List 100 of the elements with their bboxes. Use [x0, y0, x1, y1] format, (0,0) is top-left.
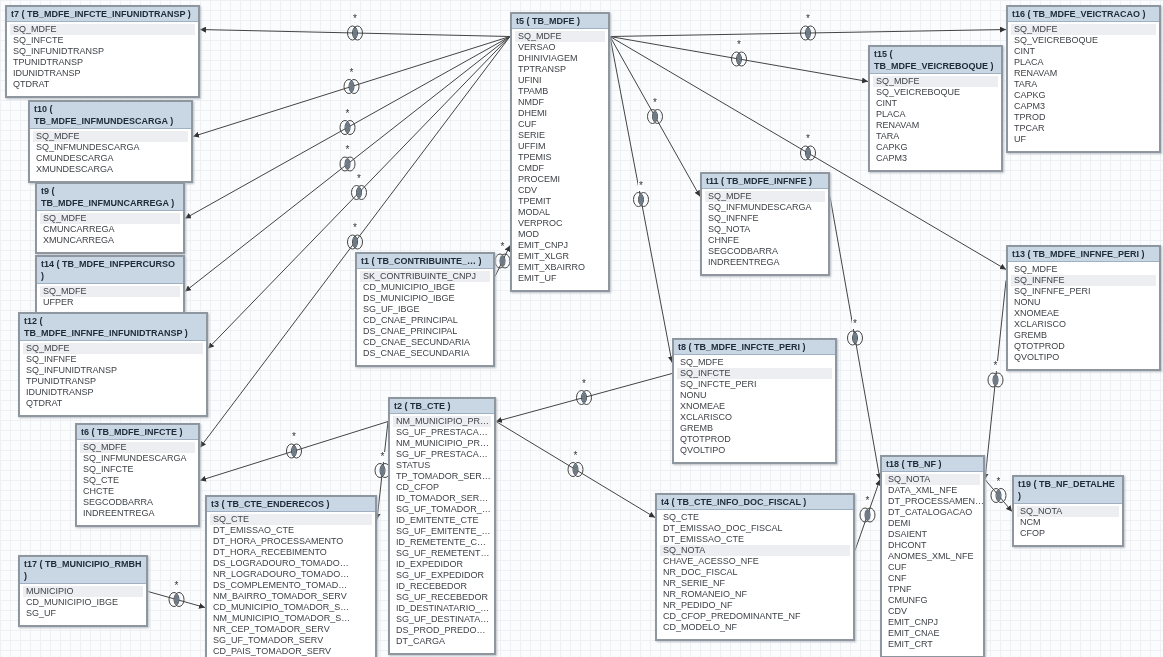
field-name: PLACA	[1013, 57, 1045, 68]
field-name: CD_MUNICIPIO_IBGE	[25, 597, 120, 608]
field-name: TPTRANSP	[517, 64, 567, 75]
table-title: t11 ( TB_MDFE_INFNFE )	[702, 174, 828, 189]
field-name: EMIT_CRT	[887, 639, 934, 650]
field-name: SQ_INFCTE	[82, 464, 135, 475]
field-name: SQ_CTE	[662, 512, 700, 523]
field-name: CMUNFG	[887, 595, 929, 606]
table-box	[75, 423, 200, 527]
field-name: EMIT_XBAIRRO	[517, 262, 586, 273]
table-title: t9 ( TB_MDFE_INFMUNCARREGA )	[37, 184, 183, 211]
table-box	[868, 45, 1003, 172]
field-name: XMUNDESCARGA	[35, 164, 114, 175]
arrow	[609, 36, 869, 84]
field-name: CDV	[517, 185, 538, 196]
field-name: CHCTE	[82, 486, 115, 497]
table-title: t2 ( TB_CTE )	[390, 399, 494, 414]
field-name: DS_PROD_PREDO…	[395, 625, 487, 636]
field-name: SQ_MDFE	[705, 191, 825, 202]
field-name: DT_CARGA	[395, 636, 446, 647]
field-name: SQ_CTE	[210, 514, 372, 525]
table-box	[655, 493, 855, 641]
arrow	[199, 36, 511, 448]
table-box	[35, 182, 185, 254]
edge-label: *	[995, 476, 1002, 487]
field-name: SQ_NOTA	[1017, 506, 1119, 517]
arrow	[199, 421, 389, 482]
field-name: TPEMIT	[517, 196, 552, 207]
field-name: TPCAR	[1013, 123, 1046, 134]
field-name: CUF	[517, 119, 538, 130]
field-name: SEGCODBARRA	[707, 246, 779, 257]
table-title: t5 ( TB_MDFE )	[512, 14, 608, 29]
field-name: CD_MODELO_NF	[662, 622, 738, 633]
field-name: NR_DOC_FISCAL	[662, 567, 739, 578]
field-name: NMDF	[517, 97, 545, 108]
edge-label: *	[173, 580, 180, 591]
field-name: CNF	[887, 573, 908, 584]
table-title: t10 ( TB_MDFE_INFMUNDESCARGA )	[30, 102, 191, 129]
field-name: XNOMEAE	[679, 401, 726, 412]
field-name: SG_UF	[25, 608, 57, 619]
field-name: CHAVE_ACESSO_NFE	[662, 556, 760, 567]
field-name: SQ_INFCTE_PERI	[679, 379, 758, 390]
table-box	[1012, 475, 1124, 547]
table-title: t15 ( TB_MDFE_VEICREBOQUE )	[870, 47, 1001, 74]
field-name: SQ_INFNFE	[707, 213, 760, 224]
field-name: SG_UF_EXPEDIDOR	[395, 570, 486, 581]
field-name: CINT	[1013, 46, 1036, 57]
field-name: SQ_MDFE	[873, 76, 998, 87]
field-name: EMIT_XLGR	[517, 251, 570, 262]
field-name: CD_PAIS_TOMADOR_SERV	[212, 646, 333, 657]
field-name: QTDRAT	[25, 398, 64, 409]
field-name: TPAMB	[517, 86, 550, 97]
field-name: QTDRAT	[12, 79, 51, 90]
field-name: DS_CNAE_PRINCIPAL	[362, 326, 459, 337]
table-title: t12 ( TB_MDFE_INFNFE_INFUNIDTRANSP )	[20, 314, 206, 341]
field-name: SG_UF_REMETENT…	[395, 548, 491, 559]
field-name: NR_ROMANEIO_NF	[662, 589, 748, 600]
field-name: SERIE	[517, 130, 546, 141]
field-name: SQ_MDFE	[33, 131, 188, 142]
field-name: ID_EXPEDIDOR	[395, 559, 465, 570]
field-name: SQ_MDFE	[80, 442, 195, 453]
field-name: UFPER	[42, 297, 75, 308]
field-name: SQ_VEICREBOQUE	[1013, 35, 1100, 46]
table-box	[672, 338, 837, 464]
arrow	[984, 479, 1013, 512]
edge-label: *	[852, 319, 858, 329]
field-name: SQ_CTE	[82, 475, 120, 486]
field-name: UFINI	[517, 75, 543, 86]
table-box	[355, 252, 495, 367]
edge-label: *	[291, 432, 297, 442]
field-name: CD_CFOP_PREDOMINANTE_NF	[662, 611, 802, 622]
table-title: t14 ( TB_MDFE_INFPERCURSO )	[37, 257, 183, 284]
field-name: NONU	[679, 390, 708, 401]
field-name: SQ_INFCTE	[677, 368, 832, 379]
field-name: CD_MUNICIPIO_IBGE	[362, 282, 457, 293]
arrow	[207, 36, 511, 349]
field-name: DS_MUNICIPIO_IBGE	[362, 293, 456, 304]
field-name: SEGCODBARRA	[82, 497, 154, 508]
arrow	[609, 36, 1007, 270]
field-name: RENAVAM	[1013, 68, 1059, 79]
field-name: SQ_VEICREBOQUE	[875, 87, 962, 98]
field-name: CHNFE	[707, 235, 740, 246]
field-name: INDREENTREGA	[707, 257, 781, 268]
field-name: SQ_MDFE	[1013, 264, 1059, 275]
field-name: SG_UF_TOMADOR_…	[395, 504, 491, 515]
field-name: DHINIVIAGEM	[517, 53, 579, 64]
field-name: TPROD	[1013, 112, 1047, 123]
field-name: SQ_MDFE	[40, 213, 180, 224]
field-name: IDUNIDTRANSP	[25, 387, 95, 398]
edge-label: *	[805, 134, 811, 144]
field-name: MUNICIPIO	[23, 586, 143, 597]
arrow	[199, 26, 511, 37]
table-title: t1 ( TB_CONTRIBUINTE_… )	[357, 254, 493, 269]
field-name: SG_UF_TOMADOR_SERV	[212, 635, 325, 646]
field-name: ID_DESTINATARIO_…	[395, 603, 491, 614]
field-name: ID_RECEBEDOR	[395, 581, 468, 592]
field-name: SQ_MDFE	[40, 286, 180, 297]
field-name: SQ_INFUNIDTRANSP	[25, 365, 118, 376]
table-box	[510, 12, 610, 292]
field-name: SQ_INFUNIDTRANSP	[12, 46, 105, 57]
